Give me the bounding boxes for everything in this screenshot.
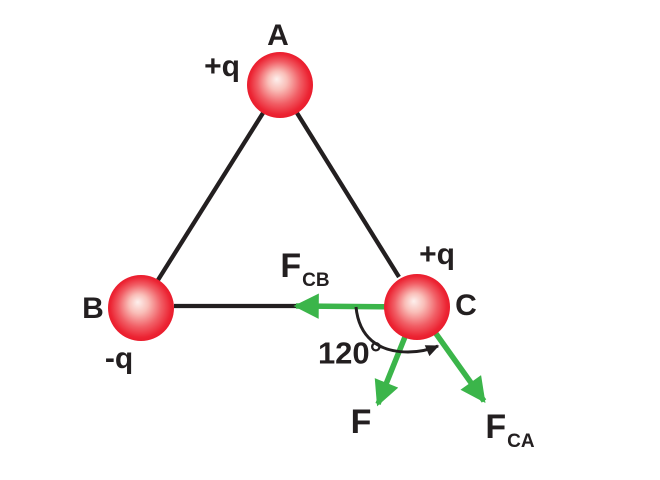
charge-sphere-c — [384, 274, 450, 340]
triangle-side-ab — [156, 111, 265, 282]
force-label-fcb-main: F — [280, 247, 302, 285]
angle-arc-arrow-icon — [354, 306, 440, 357]
force-label-fcb-sub: CB — [302, 270, 330, 291]
angle-label: 120° — [317, 335, 383, 371]
charge-sphere-b — [108, 275, 174, 341]
charge-sphere-a — [247, 52, 313, 118]
force-label-fca: FCA — [485, 408, 534, 451]
charge-label-b: B — [82, 292, 104, 325]
charge-label-a: A — [267, 19, 289, 52]
charge-sign-c: +q — [419, 238, 455, 271]
charge-sign-b: -q — [104, 342, 134, 375]
charge-label-c: C — [455, 289, 477, 322]
triangle-side-ac — [295, 111, 401, 279]
force-label-fcb: FCB — [280, 247, 329, 290]
charge-sign-a: +q — [204, 50, 240, 83]
force-label-fca-main: F — [485, 408, 507, 446]
force-label-f: F — [350, 403, 372, 441]
force-label-fca-sub: CA — [507, 431, 535, 452]
